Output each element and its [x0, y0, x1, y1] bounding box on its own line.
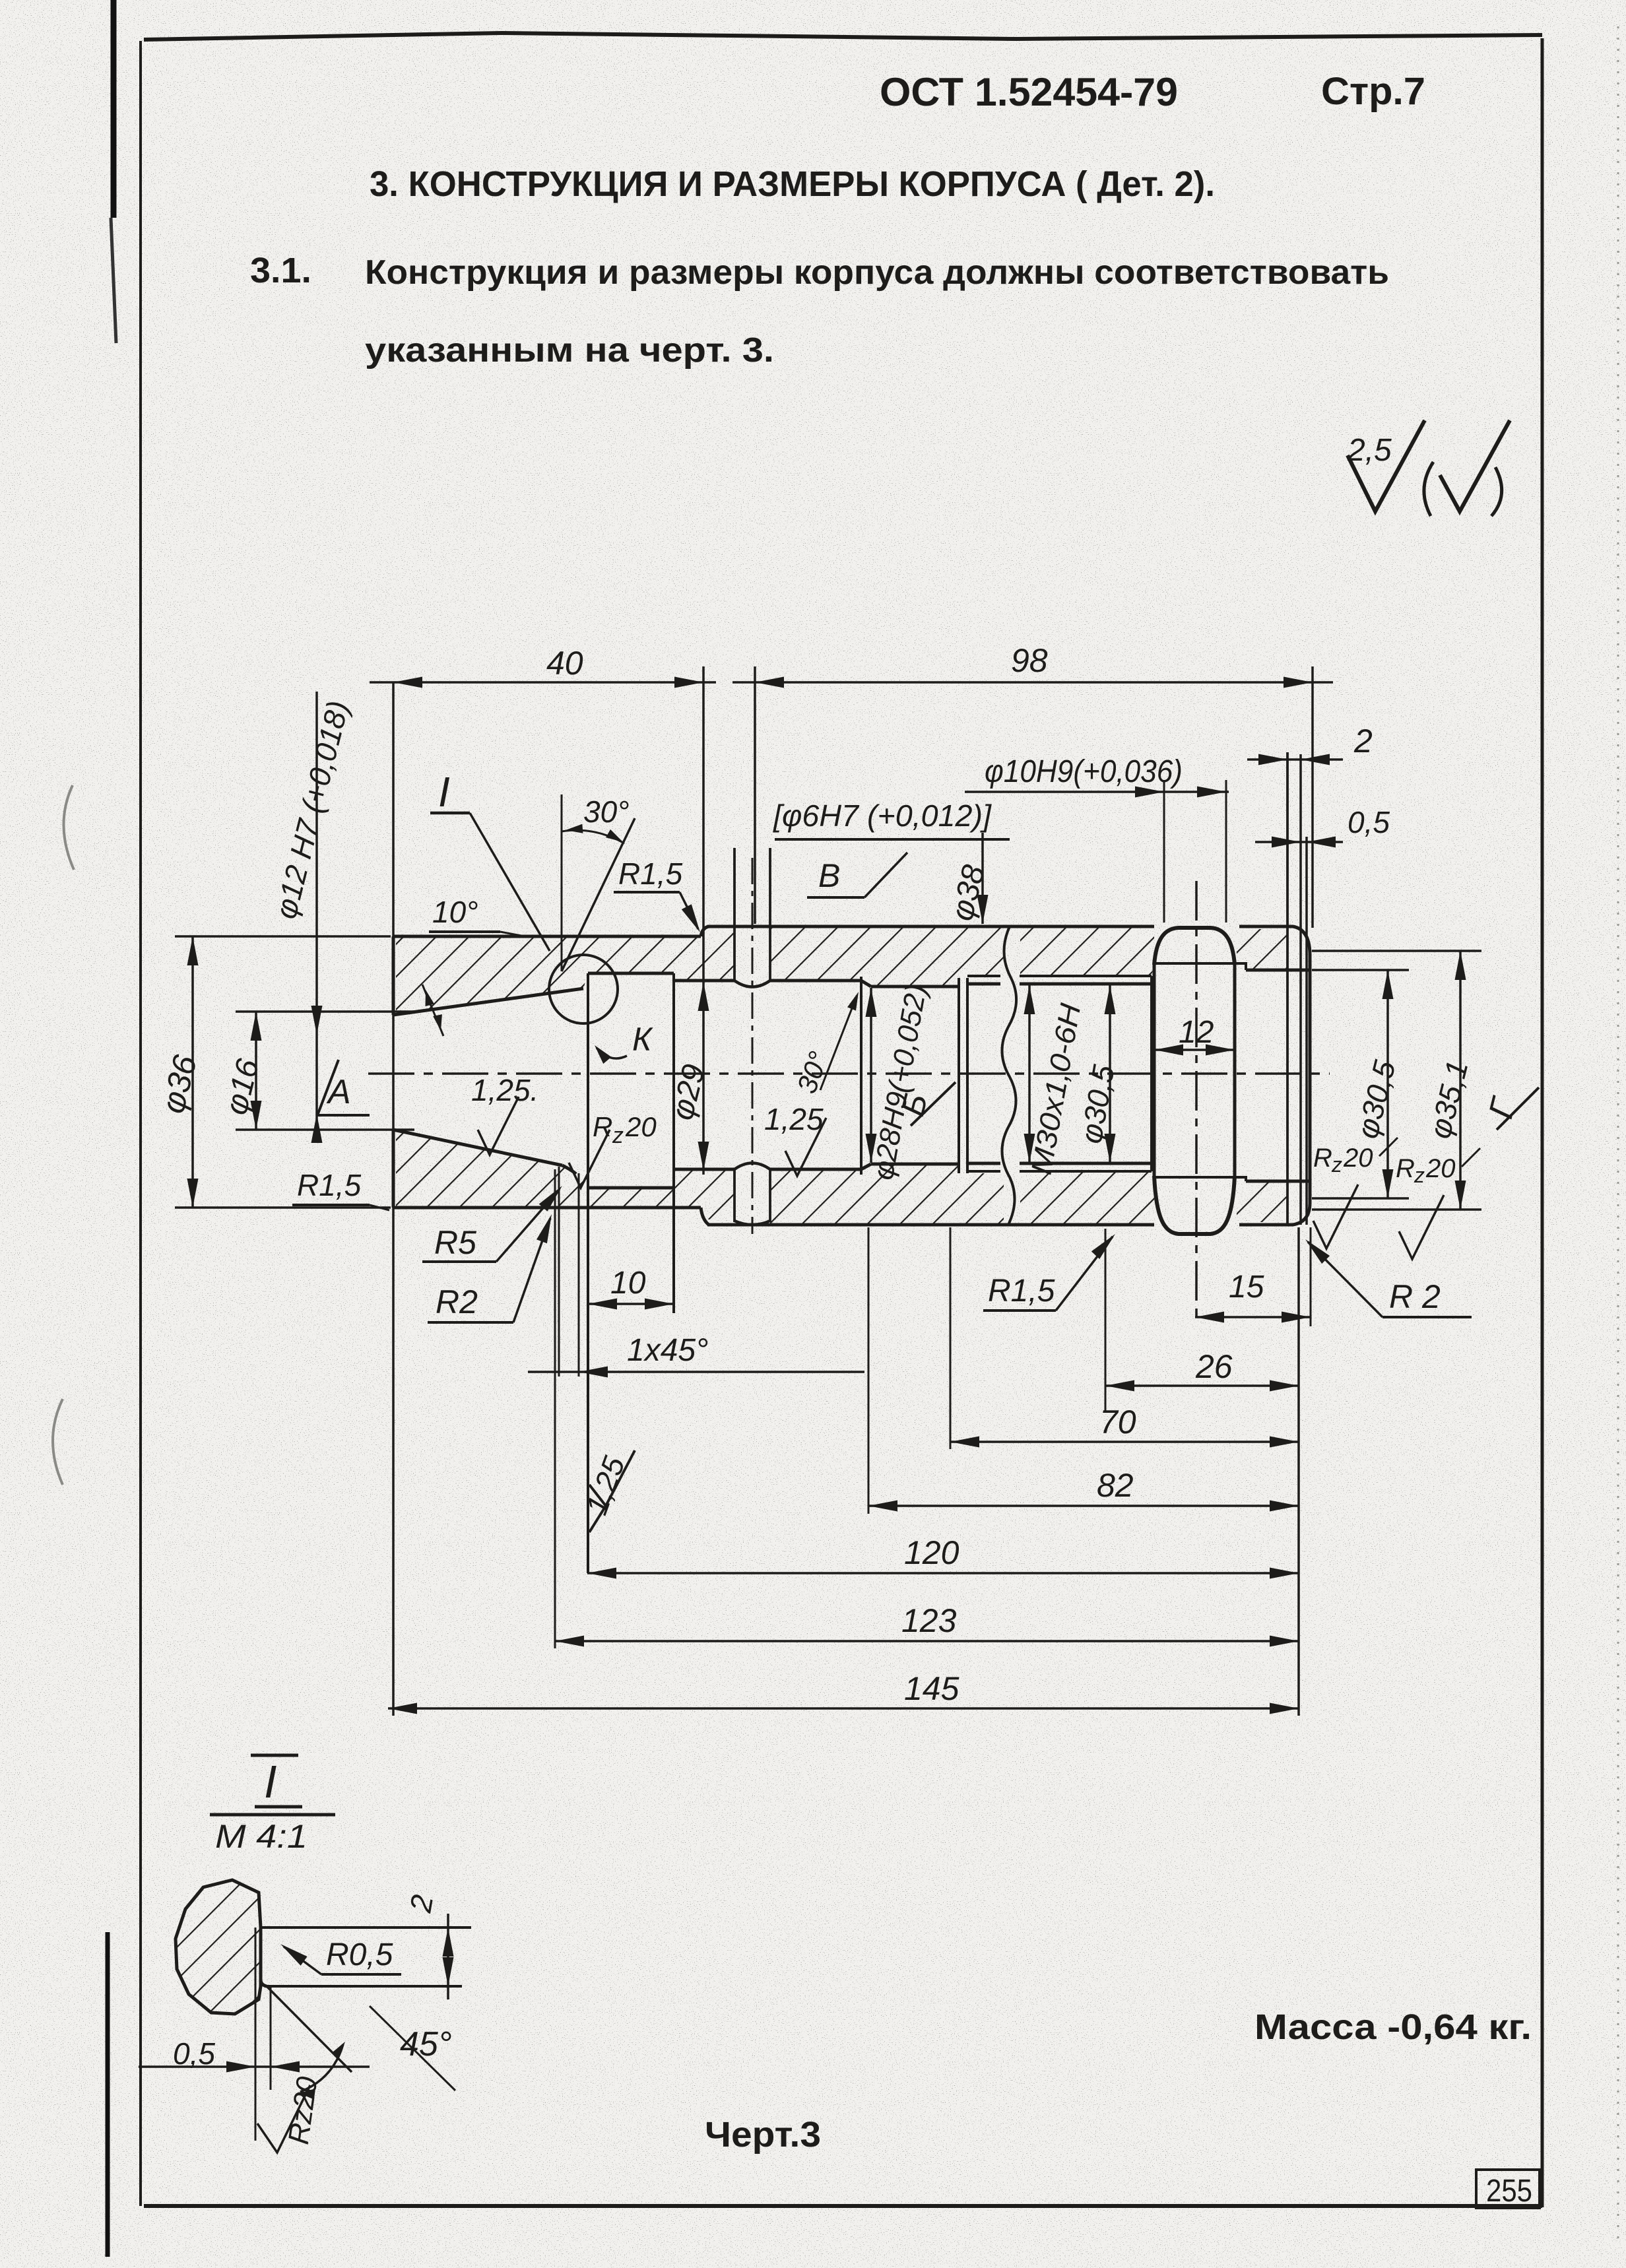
- svg-text:20: 20: [1343, 1144, 1373, 1173]
- svg-text:Масса -0,64 кг.: Масса -0,64 кг.: [1254, 2007, 1532, 2047]
- svg-text:0,5: 0,5: [173, 2036, 215, 2071]
- svg-text:Стр.7: Стр.7: [1321, 70, 1425, 113]
- svg-text:Конструкция и размеры корпуса: Конструкция и размеры корпуса должны соо…: [365, 253, 1389, 292]
- svg-text:φ10Н9(+0,036): φ10Н9(+0,036): [985, 754, 1183, 789]
- svg-text:В: В: [818, 857, 840, 894]
- svg-text:82: 82: [1097, 1467, 1134, 1504]
- svg-text:I: I: [264, 1756, 276, 1807]
- svg-text:3.1.: 3.1.: [250, 251, 311, 290]
- svg-text:10: 10: [610, 1266, 646, 1301]
- svg-text:М 4:1: М 4:1: [215, 1818, 308, 1855]
- svg-text:R1,5: R1,5: [618, 857, 683, 891]
- svg-text:R: R: [593, 1111, 612, 1142]
- svg-text:z: z: [1331, 1153, 1342, 1177]
- svg-text:145: 145: [904, 1670, 959, 1707]
- svg-text:А: А: [326, 1073, 351, 1111]
- svg-text:R1,5: R1,5: [988, 1274, 1055, 1309]
- svg-text:120: 120: [904, 1534, 959, 1571]
- svg-text:ОСТ 1.52454-79: ОСТ 1.52454-79: [880, 70, 1178, 114]
- svg-text:20: 20: [625, 1111, 657, 1142]
- svg-text:К: К: [632, 1021, 653, 1058]
- svg-text:2,5: 2,5: [1347, 433, 1392, 468]
- svg-text:15: 15: [1229, 1270, 1264, 1305]
- svg-text:20: 20: [1425, 1154, 1456, 1183]
- svg-text:0,5: 0,5: [1348, 805, 1390, 839]
- svg-text:R: R: [1313, 1144, 1332, 1173]
- svg-text:40: 40: [546, 645, 583, 682]
- svg-text:R: R: [1396, 1154, 1415, 1183]
- svg-text:указанным на черт. 3.: указанным на черт. 3.: [365, 331, 774, 370]
- svg-text:R 2: R 2: [1389, 1278, 1441, 1315]
- svg-text:1х45°: 1х45°: [627, 1333, 708, 1368]
- svg-text:z: z: [612, 1123, 624, 1148]
- svg-text:12: 12: [1179, 1015, 1214, 1050]
- svg-text:z: z: [1414, 1163, 1425, 1187]
- svg-text:255: 255: [1486, 2174, 1532, 2209]
- svg-text:26: 26: [1195, 1348, 1233, 1385]
- svg-text:98: 98: [1011, 642, 1048, 679]
- svg-text:70: 70: [1099, 1404, 1136, 1441]
- svg-text:R2: R2: [436, 1283, 478, 1320]
- svg-text:1,25: 1,25: [764, 1102, 824, 1136]
- svg-text:R5: R5: [434, 1224, 476, 1261]
- svg-text:Черт.3: Черт.3: [705, 2115, 821, 2155]
- svg-text:10°: 10°: [432, 895, 478, 929]
- svg-text:3. КОНСТРУКЦИЯ И РАЗМЕРЫ КОРПУ: 3. КОНСТРУКЦИЯ И РАЗМЕРЫ КОРПУСА ( Дет. …: [370, 164, 1215, 204]
- svg-text:123: 123: [901, 1602, 957, 1639]
- svg-text:[φ6Н7 (+0,012)]: [φ6Н7 (+0,012)]: [773, 798, 992, 833]
- svg-text:R0,5: R0,5: [326, 1937, 393, 1972]
- svg-text:R1,5: R1,5: [297, 1168, 362, 1202]
- svg-text:2: 2: [1353, 723, 1373, 760]
- svg-text:I: I: [438, 768, 450, 816]
- svg-text:1,25.: 1,25.: [471, 1073, 538, 1107]
- svg-text:30°: 30°: [583, 794, 630, 829]
